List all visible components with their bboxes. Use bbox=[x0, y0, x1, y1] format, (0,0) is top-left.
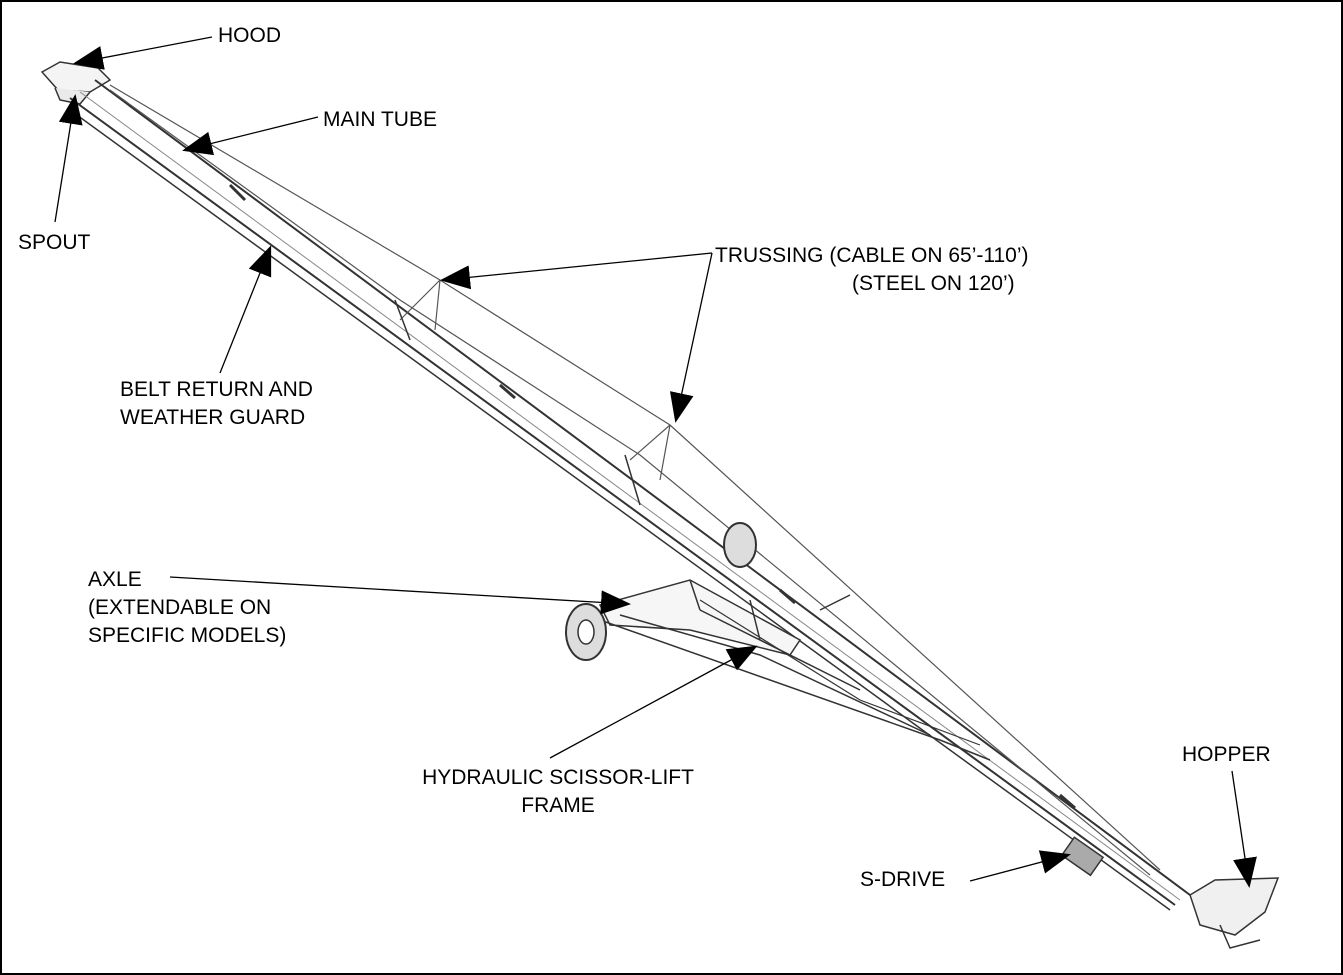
spout-label: SPOUT bbox=[18, 231, 91, 254]
hopper-shape bbox=[1189, 877, 1280, 936]
leader-lines bbox=[54, 36, 1257, 888]
axle-label-line3: SPECIFIC MODELS) bbox=[88, 624, 287, 647]
s-drive-shape bbox=[1060, 836, 1105, 877]
trussing-leader-1 bbox=[440, 252, 713, 290]
main-tube-leader bbox=[182, 116, 319, 156]
main-tube-label: MAIN TUBE bbox=[323, 108, 437, 131]
s-drive-leader bbox=[969, 850, 1071, 882]
axle-label-line1: AXLE bbox=[88, 568, 142, 591]
belt-return-leader bbox=[219, 245, 272, 374]
hood-shape bbox=[40, 61, 112, 93]
trussing-leader-2 bbox=[669, 252, 713, 423]
hopper-label: HOPPER bbox=[1182, 743, 1271, 766]
belt-return-label-line1: BELT RETURN AND bbox=[120, 378, 313, 401]
scissor-label-line2: FRAME bbox=[521, 794, 595, 817]
main-tube bbox=[69, 79, 1191, 906]
belt-return bbox=[69, 109, 1171, 911]
belt-return-label-line2: WEATHER GUARD bbox=[120, 406, 306, 429]
axle-leader bbox=[169, 576, 631, 615]
hood-label: HOOD bbox=[218, 24, 281, 47]
axle-wheel-right bbox=[723, 522, 757, 568]
truss-cables bbox=[109, 84, 1161, 876]
hopper-leader bbox=[1231, 770, 1257, 888]
scissor-leader bbox=[549, 645, 758, 759]
spout-leader bbox=[54, 94, 83, 223]
s-drive-label: S-DRIVE bbox=[860, 868, 946, 891]
trussing-label-line2: (STEEL ON 120’) bbox=[852, 272, 1015, 295]
axle-label-line2: (EXTENDABLE ON bbox=[88, 596, 272, 619]
hood-leader bbox=[73, 36, 213, 70]
trussing-label-line1: TRUSSING (CABLE ON 65’-110’) bbox=[715, 244, 1029, 267]
scissor-label-line1: HYDRAULIC SCISSOR-LIFT bbox=[422, 766, 694, 789]
